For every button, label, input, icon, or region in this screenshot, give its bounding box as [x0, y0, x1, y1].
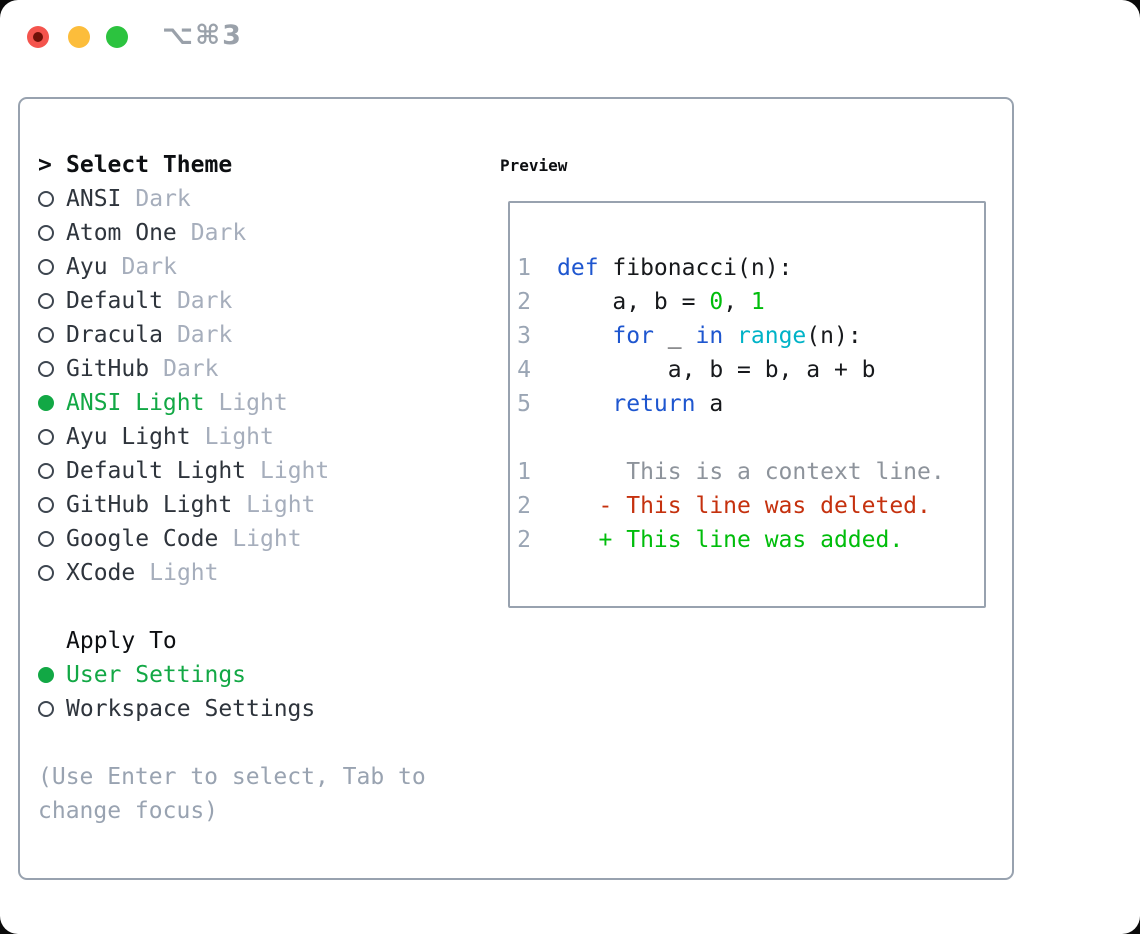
radio-icon: [38, 565, 54, 581]
theme-option-label: GitHub: [66, 356, 150, 382]
focus-prompt-icon: >: [38, 152, 52, 178]
theme-option-label: Ayu: [66, 254, 108, 280]
line-number: 1: [517, 459, 531, 485]
theme-option-google-code[interactable]: Google Code Light: [38, 522, 329, 556]
radio-icon: [38, 293, 54, 309]
radio-selected-icon: [38, 667, 54, 683]
theme-option-label: ANSI Light: [66, 390, 205, 416]
theme-option-label: Default: [66, 288, 163, 314]
line-number: 2: [517, 493, 531, 519]
theme-variant-tag: Light: [204, 424, 274, 450]
theme-option-xcode[interactable]: XCode Light: [38, 556, 329, 590]
theme-list-title: Select Theme: [66, 152, 233, 178]
apply-option-workspace-settings[interactable]: Workspace Settings: [38, 692, 315, 726]
line-number: 4: [517, 357, 531, 383]
line-number: 5: [517, 391, 531, 417]
theme-variant-tag: Light: [149, 560, 219, 586]
code-text: for _ in range(n):: [612, 323, 862, 349]
theme-option-dracula[interactable]: Dracula Dark: [38, 318, 329, 352]
theme-variant-tag: Light: [218, 390, 288, 416]
preview-line: 2 - This line was deleted.: [517, 489, 984, 523]
radio-icon: [38, 463, 54, 479]
radio-icon: [38, 531, 54, 547]
radio-icon: [38, 259, 54, 275]
preview-line: 2 a, b = 0, 1: [517, 285, 984, 319]
apply-to-title: Apply To: [66, 628, 177, 654]
theme-option-default[interactable]: Default Dark: [38, 284, 329, 318]
code-text: return a: [612, 391, 724, 417]
theme-option-label: XCode: [66, 560, 136, 586]
zoom-button[interactable]: [106, 26, 128, 48]
theme-variant-tag: Dark: [176, 322, 233, 348]
line-number: 2: [517, 289, 531, 315]
theme-option-ayu-light[interactable]: Ayu Light Light: [38, 420, 329, 454]
radio-icon: [38, 327, 54, 343]
radio-icon: [38, 361, 54, 377]
preview-line: 2 + This line was added.: [517, 523, 984, 557]
theme-variant-tag: Dark: [176, 288, 233, 314]
theme-option-ansi[interactable]: ANSI Dark: [38, 182, 329, 216]
preview-line: 3 for _ in range(n):: [517, 319, 984, 353]
minimize-button[interactable]: [68, 26, 90, 48]
theme-list-header: > Select Theme: [38, 148, 329, 182]
apply-option-user-settings[interactable]: User Settings: [38, 658, 315, 692]
radio-icon: [38, 701, 54, 717]
preview-line: 1 def fibonacci(n):: [517, 251, 984, 285]
window-title: ⌥⌘3: [162, 20, 243, 51]
theme-variant-tag: Dark: [135, 186, 191, 212]
theme-option-label: Google Code: [66, 526, 219, 552]
radio-icon: [38, 225, 54, 241]
line-number: [517, 421, 531, 455]
theme-option-ayu[interactable]: Ayu Dark: [38, 250, 329, 284]
preview-title: Preview: [500, 155, 568, 175]
theme-option-label: Atom One: [66, 220, 177, 246]
theme-option-github[interactable]: GitHub Dark: [38, 352, 329, 386]
theme-variant-tag: Light: [232, 526, 302, 552]
theme-variant-tag: Dark: [163, 356, 219, 382]
main-panel: [18, 97, 1014, 880]
theme-option-label: ANSI: [66, 186, 122, 212]
radio-icon: [38, 497, 54, 513]
theme-variant-tag: Dark: [121, 254, 177, 280]
theme-option-label: Dracula: [66, 322, 163, 348]
line-number: 3: [517, 323, 531, 349]
close-button[interactable]: [27, 26, 49, 48]
theme-option-ansi-light[interactable]: ANSI Light Light: [38, 386, 329, 420]
apply-option-label: Workspace Settings: [66, 696, 316, 722]
theme-option-label: Default Light: [66, 458, 247, 484]
radio-icon: [38, 191, 54, 207]
theme-option-default-light[interactable]: Default Light Light: [38, 454, 329, 488]
theme-option-github-light[interactable]: GitHub Light Light: [38, 488, 329, 522]
code-text: + This line was added.: [557, 527, 904, 553]
preview-line: [517, 421, 984, 455]
theme-option-atom-one[interactable]: Atom One Dark: [38, 216, 329, 250]
preview-line: 4 a, b = b, a + b: [517, 353, 984, 387]
theme-variant-tag: Light: [246, 492, 316, 518]
preview-line: 1 This is a context line.: [517, 455, 984, 489]
theme-variant-tag: Dark: [190, 220, 247, 246]
radio-selected-icon: [38, 395, 54, 411]
line-number: 2: [517, 527, 531, 553]
line-number: 1: [517, 255, 531, 281]
code-text: a, b = b, a + b: [557, 357, 876, 383]
radio-icon: [38, 429, 54, 445]
theme-option-label: GitHub Light: [66, 492, 233, 518]
theme-option-label: Ayu Light: [66, 424, 191, 450]
code-text: - This line was deleted.: [557, 493, 931, 519]
theme-variant-tag: Light: [260, 458, 330, 484]
apply-to-header: Apply To: [38, 624, 315, 658]
code-text: def fibonacci(n):: [557, 255, 793, 281]
keyboard-hint: (Use Enter to select, Tab to change focu…: [38, 764, 426, 824]
preview-line: 5 return a: [517, 387, 984, 421]
code-text: This is a context line.: [557, 459, 945, 485]
apply-option-label: User Settings: [66, 662, 247, 688]
code-text: a, b = 0, 1: [557, 289, 765, 315]
